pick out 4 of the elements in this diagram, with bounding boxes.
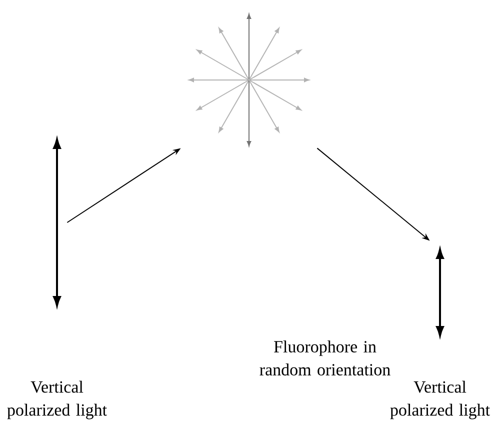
- molecule-orientation-drawing: [188, 14, 310, 146]
- caption-text: Vertical polarized light: [7, 380, 107, 420]
- caption-text: Vertical polarized light: [390, 380, 490, 420]
- caption-text: Fluorophore in random orientation: [260, 340, 390, 376]
